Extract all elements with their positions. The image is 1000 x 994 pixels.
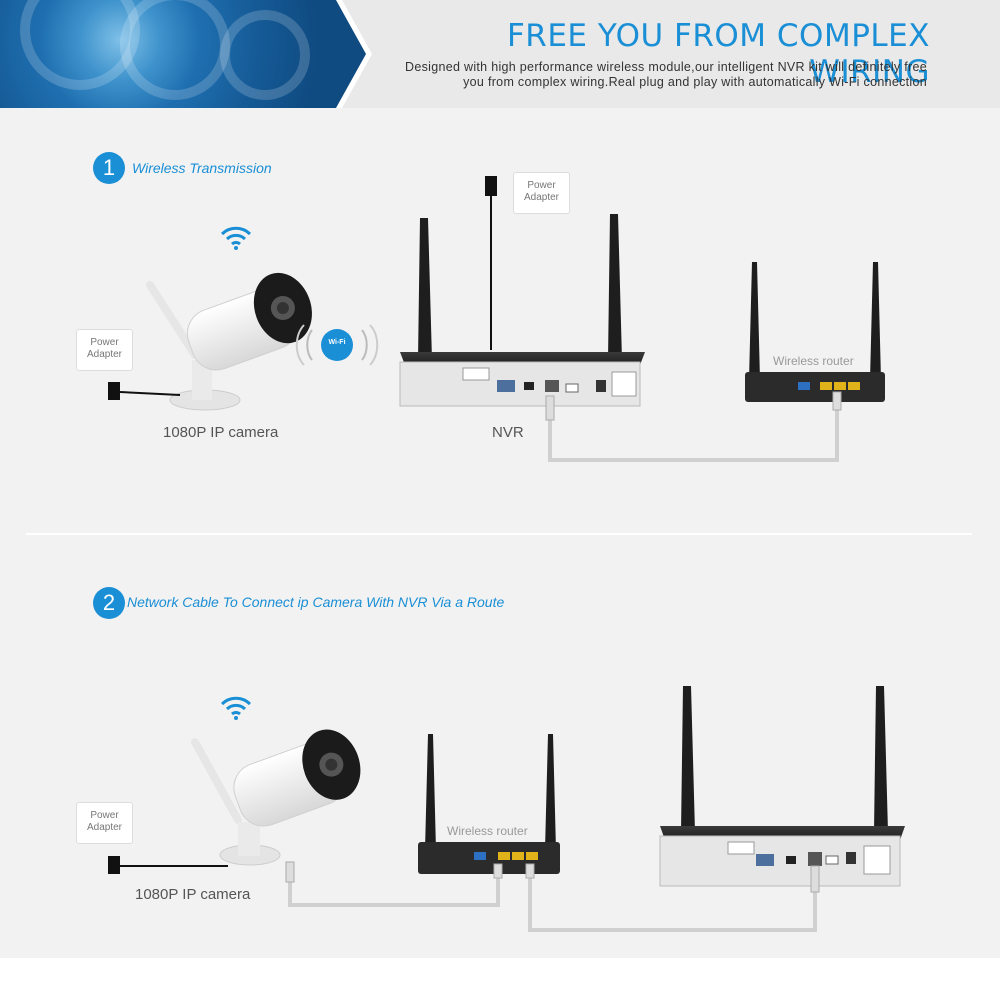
- power-adapter-label: Power Adapter: [76, 329, 133, 371]
- section-divider: [26, 533, 972, 535]
- power-adapter-label: Power Adapter: [513, 172, 570, 214]
- camera-icon: [146, 272, 312, 411]
- step-title: Wireless Transmission: [132, 160, 272, 176]
- network-cable: [545, 391, 842, 462]
- network-cable: [285, 861, 820, 932]
- power-plug-icon: [108, 382, 181, 400]
- adapter-label-line: Adapter: [86, 822, 123, 833]
- step-number-badge: 1: [93, 152, 125, 184]
- header-banner: FREE YOU FROM COMPLEX WIRING Designed wi…: [0, 0, 1000, 108]
- page-description: Designed with high performance wireless …: [360, 60, 927, 90]
- adapter-label-line: Power: [90, 810, 119, 821]
- router-label: Wireless router: [447, 824, 528, 838]
- nvr-icon: [659, 686, 905, 887]
- camera-label: 1080P IP camera: [135, 886, 251, 903]
- nvr-label: NVR: [492, 424, 524, 441]
- wifi-signal-icon: [295, 324, 379, 366]
- camera-label: 1080P IP camera: [163, 424, 279, 441]
- router-icon: [418, 734, 560, 874]
- nvr-icon: [399, 176, 645, 407]
- router-icon: [745, 262, 885, 402]
- step-number-badge: 2: [93, 587, 125, 619]
- description-line: Designed with high performance wireless …: [405, 60, 927, 74]
- router-label: Wireless router: [773, 354, 854, 368]
- power-plug-icon: [108, 856, 228, 874]
- power-adapter-label: Power Adapter: [76, 802, 133, 844]
- header-divider-shape: [336, 0, 372, 108]
- wifi-icon: [220, 226, 252, 250]
- wifi-icon: [220, 696, 252, 720]
- adapter-label-line: Adapter: [523, 192, 560, 203]
- description-line: you from complex wiring.Real plug and pl…: [463, 75, 927, 89]
- camera-icon: [191, 729, 361, 866]
- wifi-badge-label: Wi-Fi: [328, 339, 346, 346]
- footer-band: [0, 958, 1000, 994]
- adapter-label-line: Adapter: [86, 349, 123, 360]
- adapter-label-line: Power: [90, 337, 119, 348]
- header-camera-photo: [0, 0, 370, 108]
- step-title: Network Cable To Connect ip Camera With …: [127, 594, 505, 610]
- page-title: FREE YOU FROM COMPLEX WIRING: [506, 18, 930, 90]
- adapter-label-line: Power: [527, 180, 556, 191]
